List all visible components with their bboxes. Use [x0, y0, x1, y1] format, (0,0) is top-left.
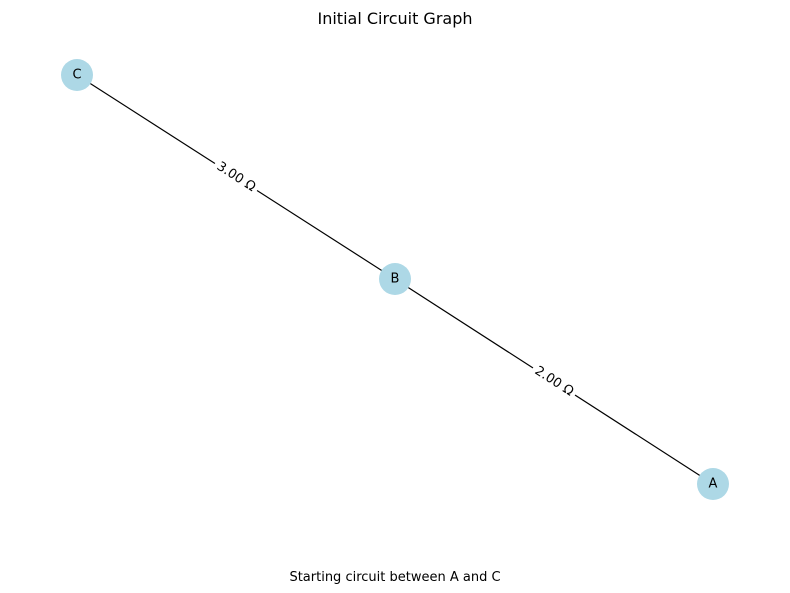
node-a: A	[697, 468, 729, 500]
node-circle	[697, 468, 729, 500]
edge-label-group: 3.00 Ω	[210, 156, 262, 198]
node-b: B	[379, 263, 411, 295]
node-label: B	[391, 272, 400, 287]
node-label: A	[709, 477, 718, 492]
edge-label-background	[528, 361, 580, 402]
node-label: C	[72, 68, 81, 83]
edge-resistance-label: 2.00 Ω	[532, 364, 576, 400]
node-circle	[61, 59, 93, 91]
edge-label-group: 2.00 Ω	[528, 361, 580, 402]
edges-layer: 3.00 Ω 2.00 Ω	[76, 74, 714, 485]
graph-title: Initial Circuit Graph	[317, 9, 472, 28]
node-c: C	[61, 59, 93, 91]
edge-label-background	[210, 156, 262, 198]
graph-caption: Starting circuit between A and C	[289, 570, 500, 585]
nodes-layer: A B C	[61, 59, 729, 500]
edge-resistance-label: 3.00 Ω	[214, 159, 258, 195]
node-circle	[379, 263, 411, 295]
